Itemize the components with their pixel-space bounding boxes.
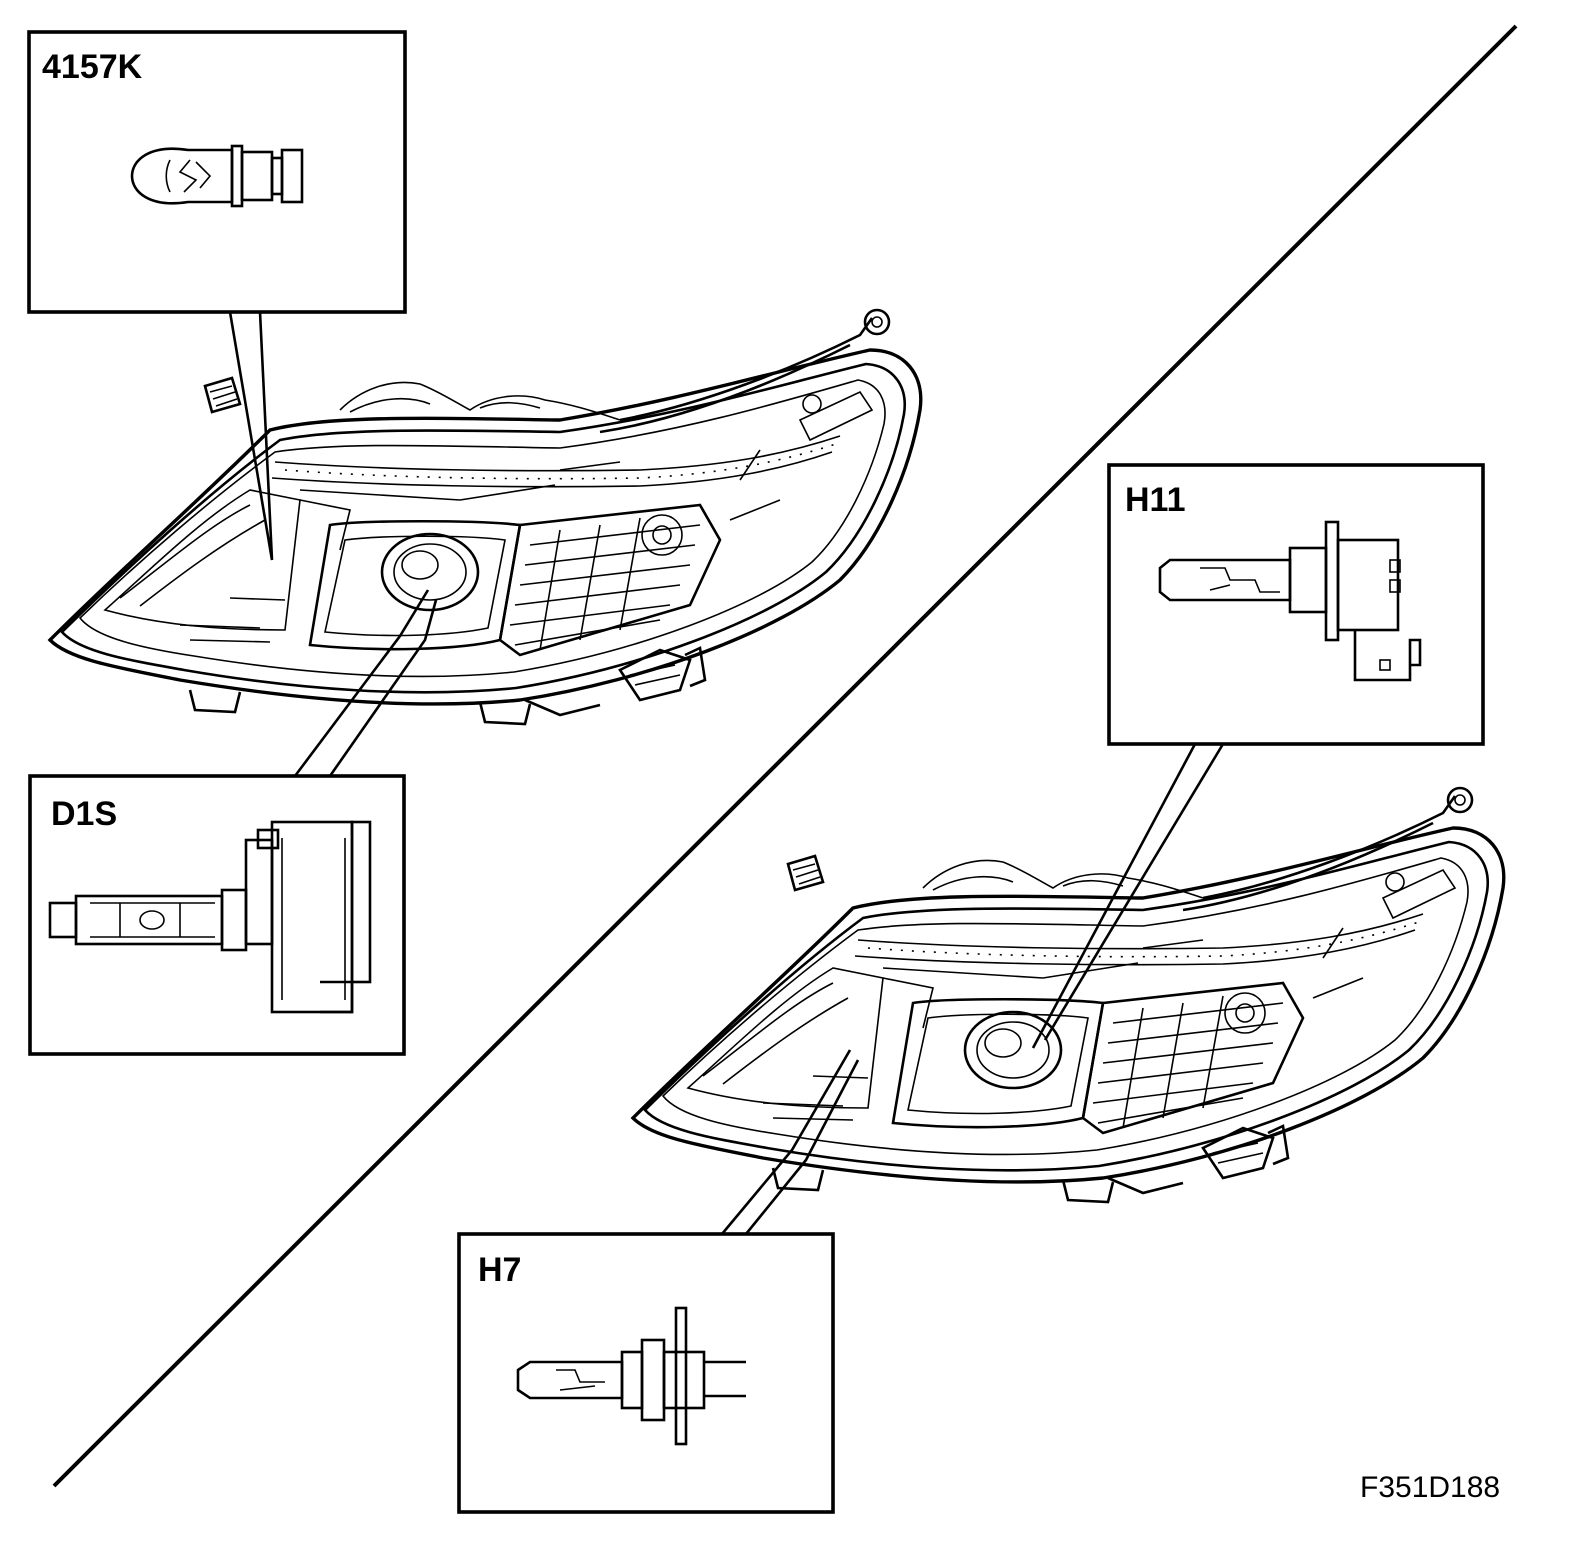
callout-4157k-label: 4157K [42, 48, 143, 86]
callout-h7-label: H7 [478, 1251, 521, 1289]
bulb-h11-icon [1158, 520, 1422, 682]
callout-h7: H7 [457, 1049, 860, 1514]
bulb-d1s-icon [48, 820, 372, 1014]
figure-id: F351D188 [1360, 1471, 1500, 1504]
callout-4157k: 4157K [27, 30, 407, 561]
callout-d1s: D1S [28, 589, 438, 1056]
headlamp-lower [631, 786, 1506, 1204]
headlamp-upper [48, 308, 923, 726]
diagonal-divider [52, 24, 1518, 1488]
callout-h11-label: H11 [1125, 481, 1186, 519]
bulb-h7-icon [516, 1306, 746, 1446]
callout-d1s-label: D1S [51, 795, 117, 833]
bulb-4157k-icon [130, 144, 304, 208]
callout-h11: H11 [1031, 463, 1485, 1049]
